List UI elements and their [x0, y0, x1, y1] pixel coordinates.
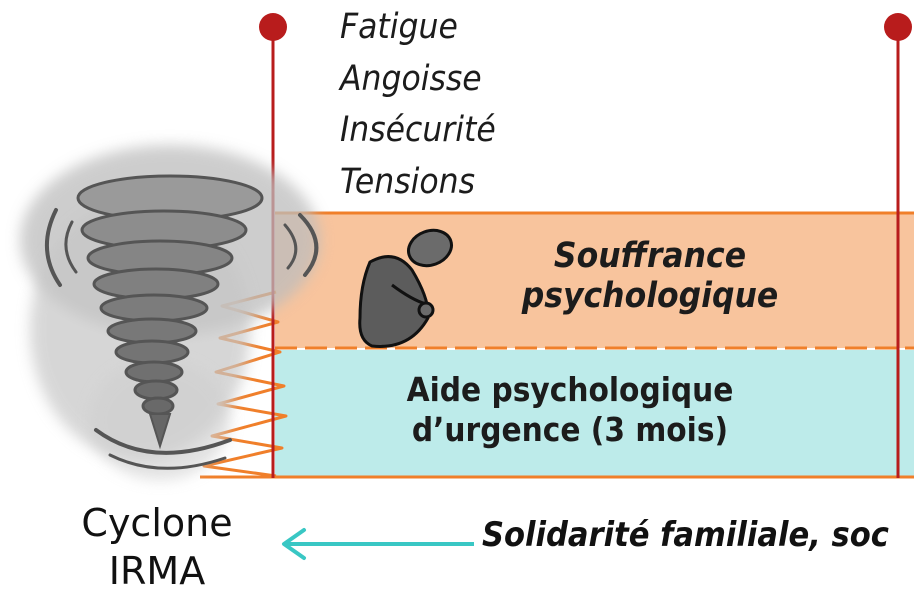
solidarity-label: Solidarité familiale, soc [482, 515, 889, 555]
suffering-label-line2: psychologique [440, 276, 860, 316]
symptom-insecurite: Insécurité [340, 113, 496, 148]
suffering-label: Souffrance psychologique [440, 236, 860, 317]
aid-label: Aide psychologique d’urgence (3 mois) [360, 370, 780, 449]
aid-label-line1: Aide psychologique [360, 370, 780, 410]
symptom-angoisse: Angoisse [340, 62, 482, 97]
symptom-fatigue: Fatigue [340, 10, 458, 45]
symptom-tensions: Tensions [340, 165, 475, 200]
event-label-line2: IRMA [52, 548, 262, 596]
aid-label-line2: d’urgence (3 mois) [360, 410, 780, 450]
suffering-label-line1: Souffrance [440, 236, 860, 276]
event-label: Cyclone IRMA [52, 500, 262, 595]
arrow-left-icon [284, 530, 474, 558]
event-label-line1: Cyclone [52, 500, 262, 548]
